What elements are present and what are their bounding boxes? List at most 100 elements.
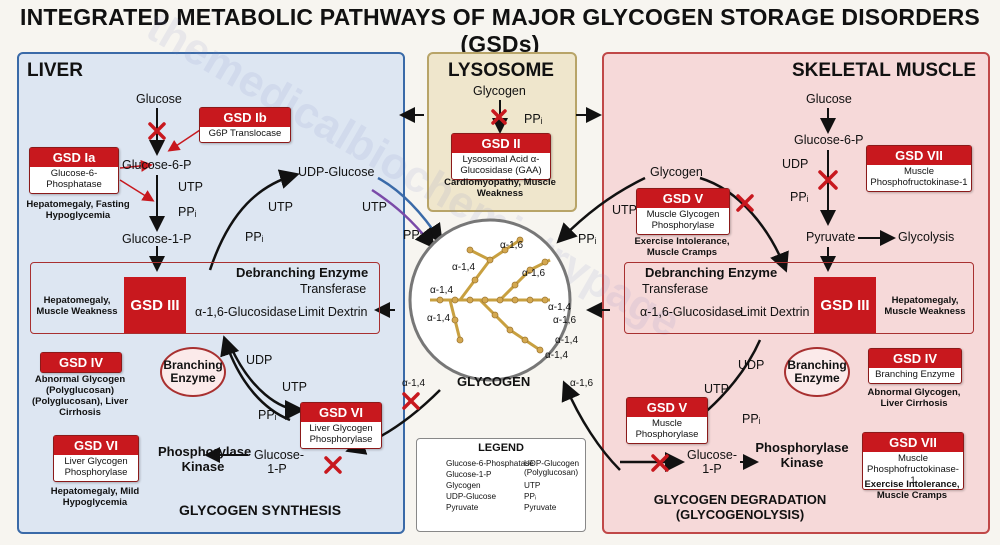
muscle-gsd-iv-name: GSD IV (869, 349, 961, 368)
center-ppi-right: PPᵢ (578, 232, 597, 246)
link-label-4: α-1,4 (430, 285, 454, 296)
muscle-gsd-v-top-enzyme: Muscle Glycogen Phosphorylase (646, 209, 720, 231)
lysosome-glycogen: Glycogen (473, 84, 526, 98)
muscle-gsd-iv-card: GSD IV Branching Enzyme (868, 348, 962, 384)
legend-item-5: Pyruvate (446, 503, 479, 512)
glycogen-label: GLYCOGEN (457, 374, 531, 389)
muscle-gsd-vii-top-name: GSD VII (867, 146, 971, 165)
legend-item-2: Glucose-1-P (446, 470, 492, 479)
muscle-glucose-1p: Glucose-1-P (686, 448, 738, 476)
gsd-ib-card: GSD Ib G6P Translocase (199, 107, 291, 143)
liver-glucose: Glucose (136, 92, 182, 106)
muscle-udp: UDP (782, 157, 809, 171)
liver-debranching-box: Debranching Enzyme (30, 262, 380, 334)
muscle-glucose: Glucose (806, 92, 852, 106)
gsd-ib-enzyme: G6P Translocase (208, 128, 282, 139)
lysosome-ppi: PPᵢ (524, 112, 543, 126)
muscle-gsd-vii-top-enzyme: Muscle Phosphofructokinase-1 (870, 166, 968, 188)
liver-gsd-iv-card: GSD IV (40, 352, 122, 373)
liver-debranching-title: Debranching Enzyme (236, 265, 369, 280)
liver-transferase: Transferase (300, 282, 367, 296)
liver-phosphorylase-kinase: Phosphorylase Kinase (158, 444, 252, 474)
muscle-debranching-box: Debranching Enzyme (624, 262, 974, 334)
center-ppi-left: PPᵢ (403, 228, 422, 242)
legend-item-1: Glucose-6-Phosphatase (446, 459, 534, 468)
page-title: INTEGRATED METABOLIC PATHWAYS OF MAJOR G… (20, 4, 980, 57)
muscle-glycolysis: Glycolysis (898, 230, 955, 244)
muscle-gsd-iv-symptoms: Abnormal Glycogen, Liver Cirrhosis (867, 387, 961, 409)
muscle-gsd-vii-bottom-symptoms: Exercise Intolerance, Muscle Cramps (864, 479, 960, 501)
link-label-8: α-1,4 (545, 350, 569, 361)
legend-item-7: UTP (524, 481, 541, 490)
center-utp-right: UTP (612, 203, 637, 217)
liver-gsd-vi-symptoms: Hepatomegaly, Mild Hypoglycemia (50, 486, 140, 508)
link-label-6: α-1,6 (553, 315, 577, 326)
muscle-bottom-label: GLYCOGEN DEGRADATION (GLYCOGENOLYSIS) (653, 492, 827, 522)
link-label-5: α-1,4 (427, 313, 451, 324)
liver-glucosidase: α-1,6-Glucosidase (195, 305, 297, 319)
gsd-ia-name: GSD Ia (30, 148, 118, 167)
link-label-2: α-1,4 (452, 262, 476, 273)
liver-gsd-vi-enzyme: Liver Glycogen Phosphorylase (64, 456, 128, 478)
muscle-transferase: Transferase (642, 282, 709, 296)
muscle-gsd-vii-bottom-card: GSD VII Muscle Phosphofructokinase-1 (862, 432, 964, 490)
link-label-9: α-1,4 (555, 335, 579, 346)
muscle-limit-dextrin: Limit Dextrin (740, 305, 810, 319)
muscle-gsd-iv-enzyme: Branching Enzyme (875, 369, 955, 380)
muscle-gsd-vii-bottom-name: GSD VII (863, 433, 963, 452)
muscle-gsd-vii-top-card: GSD VII Muscle Phosphofructokinase-1 (866, 145, 972, 192)
link-label-1: α-1,6 (500, 240, 524, 251)
gsd-ii-symptoms: Cardiomyopathy, Muscle Weakness (444, 177, 556, 199)
liver-gsd-iii-symptoms: Hepatomegaly, Muscle Weakness (36, 295, 118, 317)
liver-udp-glucose: UDP-Glucose (298, 165, 375, 179)
legend: LEGEND (416, 438, 586, 532)
gsd-ia-enzyme: Glucose-6-Phosphatase (46, 168, 102, 190)
muscle-gsd-v-bottom-enzyme: Muscle Phosphorylase (635, 418, 699, 440)
liver-gsd-vi-center-enzyme: Liver Glycogen Phosphorylase (309, 423, 373, 445)
legend-item-4: UDP-Glucose (446, 492, 497, 501)
liver-ppi2: PPᵢ (245, 230, 264, 244)
liver-glucose-1p: Glucose-1-P (254, 448, 305, 476)
link-label-7: α-1,4 (548, 302, 572, 313)
liver-branching-enzyme: Branching Enzyme (160, 347, 226, 397)
muscle-utp: UTP (704, 382, 729, 396)
center-utp-left: UTP (362, 200, 387, 214)
muscle-title: SKELETAL MUSCLE (792, 60, 977, 81)
gsd-ia-card: GSD Ia Glucose-6-Phosphatase (29, 147, 119, 194)
muscle-gsd-vii-bottom-enzyme: Muscle Phosphofructokinase-1 (867, 453, 959, 486)
muscle-gsd-v-top-name: GSD V (637, 189, 729, 208)
legend-item-6: UDP-Glucogen (Polyglucosan) (524, 459, 580, 478)
liver-utp: UTP (178, 180, 203, 194)
liver-bottom-label: GLYCOGEN SYNTHESIS (178, 502, 342, 518)
muscle-pyruvate: Pyruvate (806, 230, 856, 244)
gsd-ii-card: GSD II Lysosomal Acid α-Glucosidase (GAA… (451, 133, 551, 180)
liver-title: LIVER (27, 60, 83, 81)
liver-gsd-vi-name: GSD VI (54, 436, 138, 455)
liver-utp2: UTP (268, 200, 293, 214)
liver-utp3: UTP (282, 380, 307, 394)
liver-ppi3: PPᵢ (258, 408, 277, 422)
muscle-glucosidase: α-1,6-Glucosidase (640, 305, 742, 319)
liver-gsd-iv-name: GSD IV (41, 353, 121, 372)
muscle-debranching-title: Debranching Enzyme (645, 265, 778, 280)
muscle-branching-enzyme: Branching Enzyme (784, 347, 850, 397)
gsd-ib-name: GSD Ib (200, 108, 290, 127)
liver-gsd-iv-symptoms: Abnormal Glycogen (Polyglucosan) (Polygl… (31, 374, 129, 418)
muscle-gsd-v-top-symptoms: Exercise Intolerance, Muscle Cramps (634, 236, 730, 258)
muscle-ppi: PPᵢ (790, 190, 809, 204)
muscle-gsd-v-bottom-name: GSD V (627, 398, 707, 417)
liver-g6p: Glucose-6-P (122, 158, 192, 172)
legend-item-3: Glycogen (446, 481, 481, 490)
center-a16-bottom: α-1,6 (570, 378, 594, 389)
legend-item-9: Pyruvate (524, 503, 557, 512)
center-a14-bottom: α-1,4 (402, 378, 426, 389)
gsd-ia-symptoms: Hepatomegaly, Fasting Hypoglycemia (26, 199, 130, 221)
liver-gsd-vi-center-card: GSD VI Liver Glycogen Phosphorylase (300, 402, 382, 449)
link-label-3: α-1,6 (522, 268, 546, 279)
muscle-g6p: Glucose-6-P (794, 133, 864, 147)
muscle-udp2: UDP (738, 358, 765, 372)
muscle-gsd-iii: GSD III (814, 277, 876, 333)
legend-title: LEGEND (478, 442, 524, 454)
muscle-gsd-iii-symptoms: Hepatomegaly, Muscle Weakness (884, 295, 966, 317)
muscle-glycogen: Glycogen (650, 165, 703, 179)
